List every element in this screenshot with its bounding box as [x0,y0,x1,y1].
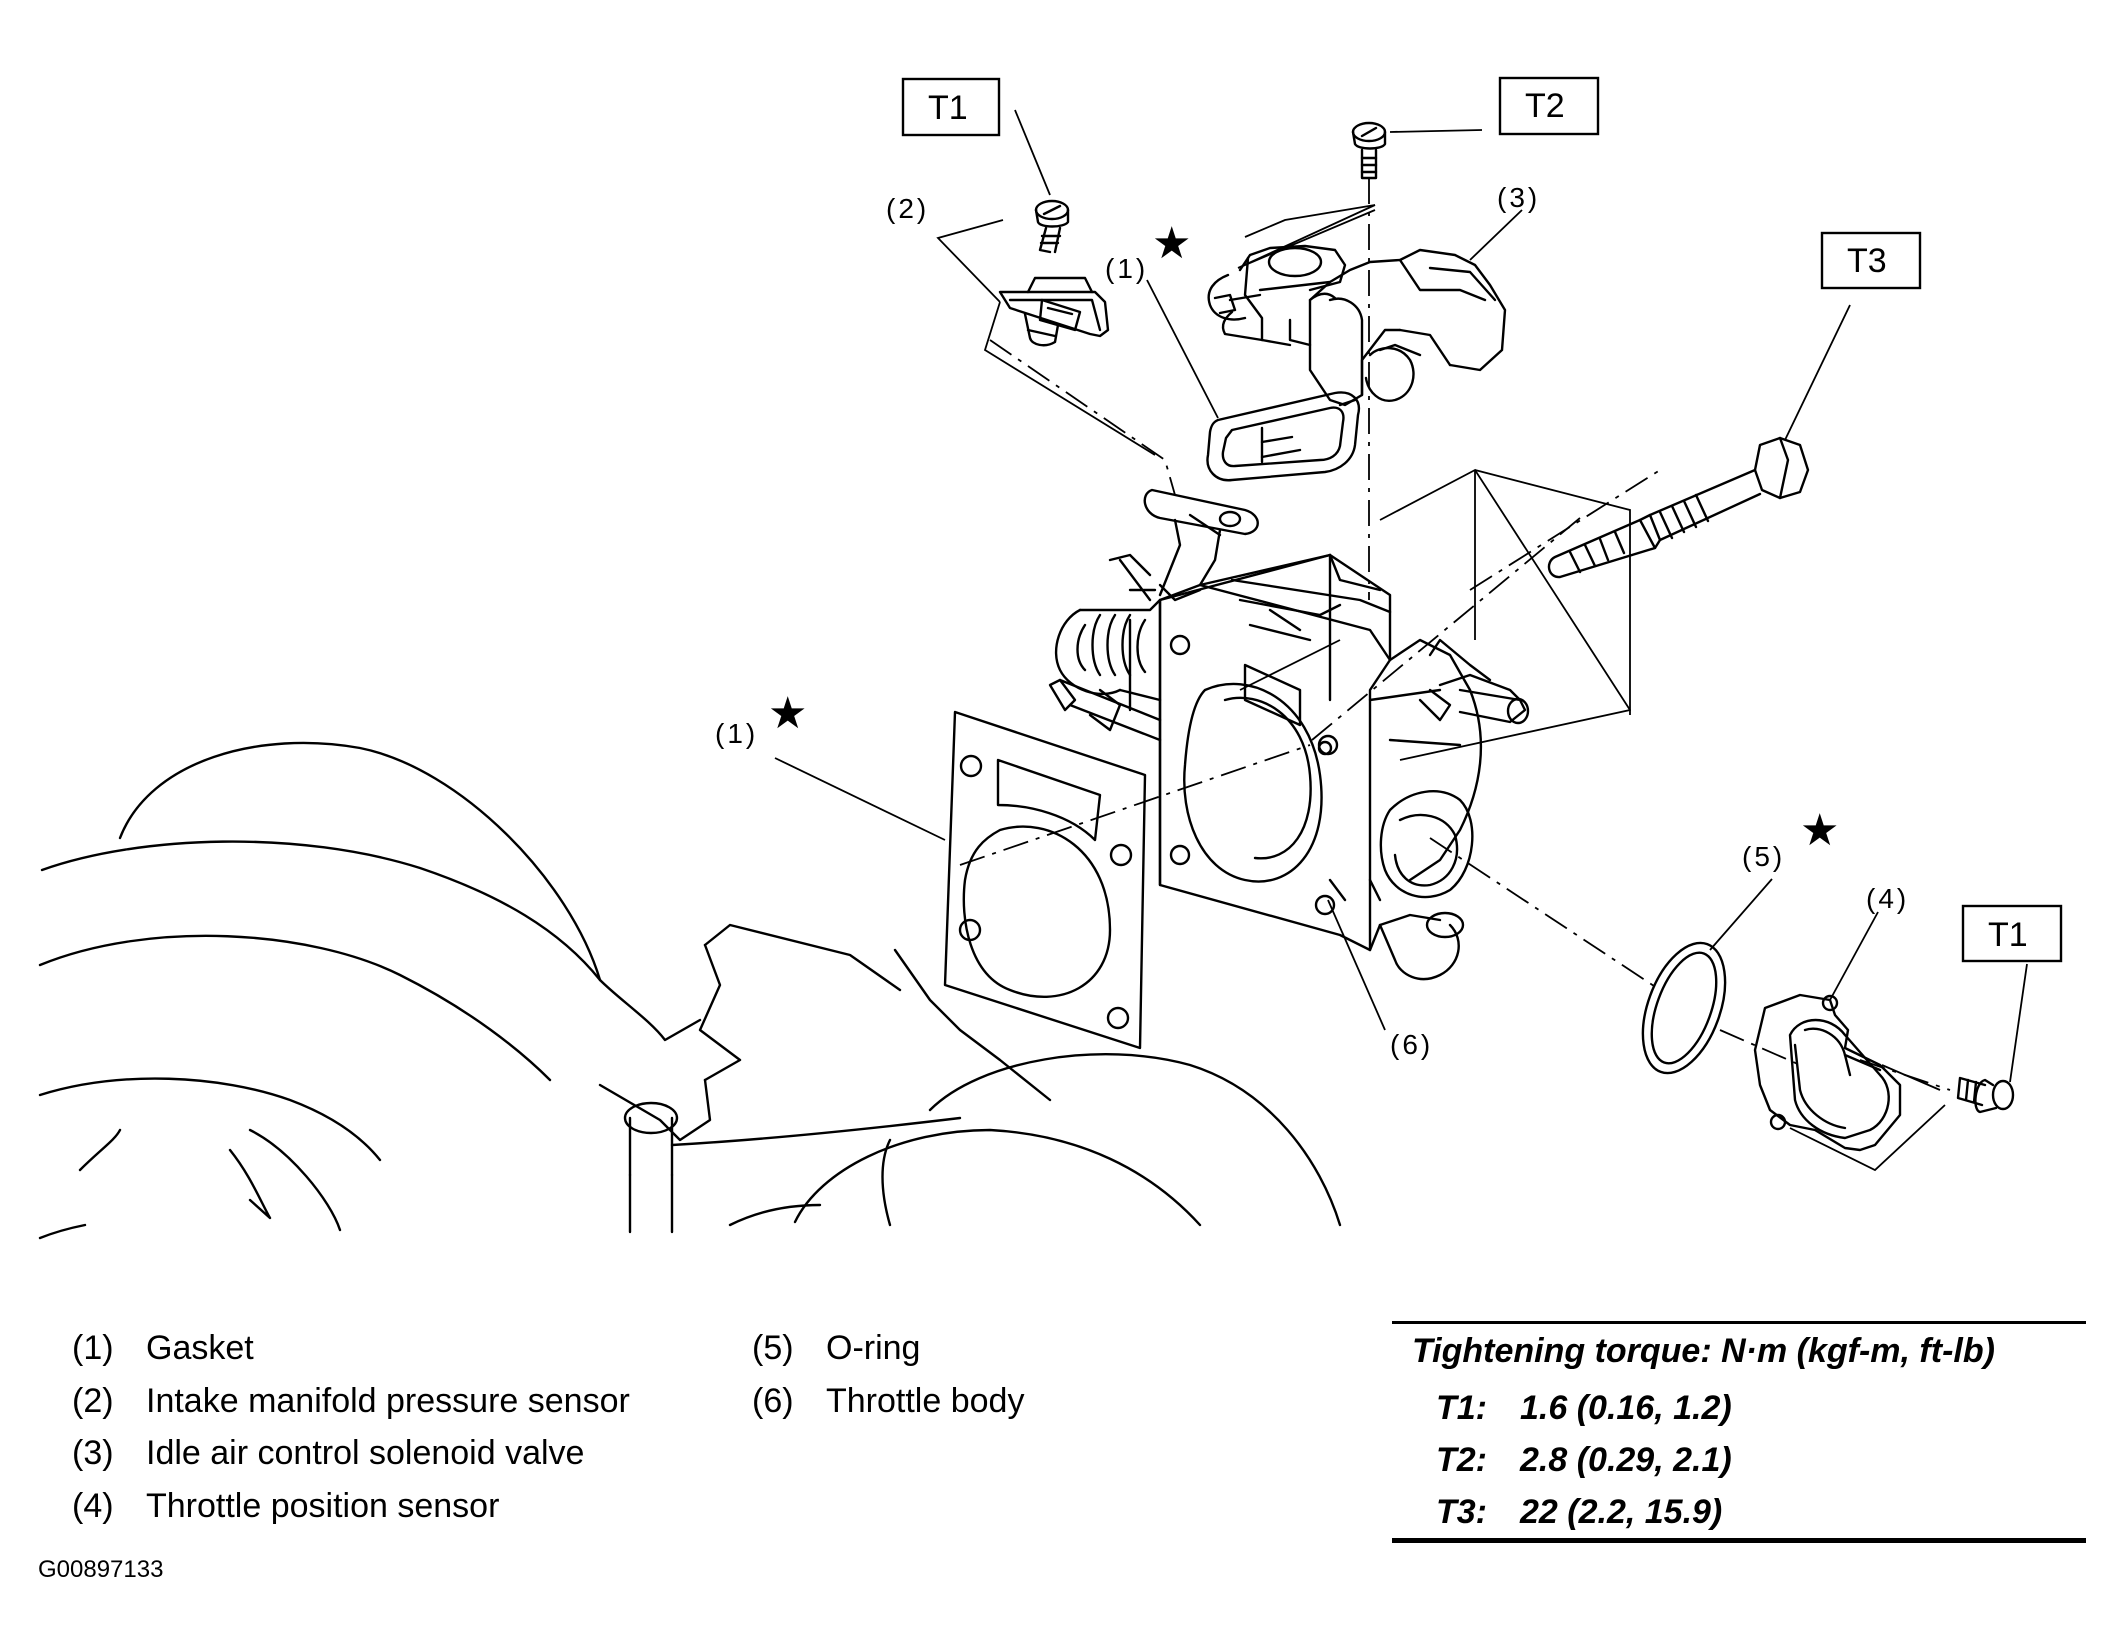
callout-gasket-top: (1) [1105,253,1148,284]
torque-row: T2: 2.8 (0.29, 2.1) [1392,1434,2086,1486]
legend-number: (3) [72,1434,114,1472]
callout-pressure-sensor: (2) [886,193,929,224]
exploded-view-diagram: (2) (1) (3) (1) (5) (4) (6) ★ ★ ★ T1 T2 … [38,76,2063,1240]
legend-left: (1) Gasket (2) Intake manifold pressure … [72,1322,630,1532]
screw-t1-top [1034,199,1070,254]
legend-label: Throttle body [826,1381,1025,1420]
legend-item: (4) Throttle position sensor [72,1480,630,1533]
callout-iac-valve: (3) [1497,182,1540,213]
legend-number: (2) [72,1381,114,1420]
screw-t1-right [1956,1076,2015,1114]
sensor-gasket-small [1143,488,1259,536]
legend-number: (1) [72,1329,114,1367]
bolt-t3 [1547,436,1810,579]
sensor-leader-lines [983,204,1376,456]
torque-table-title: Tightening torque: N·m (kgf-m, ft-lb) [1412,1332,1995,1370]
torque-row-value: 1.6 (0.16, 1.2) [1520,1388,1732,1427]
throttle-lever-assembly [1048,553,1162,742]
torque-row-label: T3: [1436,1492,1487,1531]
legend-item: (5) O-ring [752,1322,1024,1375]
torque-box-label: T1 [928,89,968,127]
torque-box-label: T1 [1988,916,2028,954]
legend-number: (5) [752,1329,794,1367]
star-icon: ★ [1152,219,1191,268]
intake-manifold [38,741,1342,1240]
pressure-sensor [998,276,1110,347]
throttle-position-sensor [1753,993,1902,1152]
torque-box-t1-top: T1 [901,77,1001,137]
gasket-plate-left [943,710,1147,1050]
star-icon: ★ [768,689,807,738]
legend-label: Gasket [146,1329,254,1367]
torque-row-value: 22 (2.2, 15.9) [1520,1492,1723,1531]
torque-box-t2: T2 [1498,76,1600,136]
screw-t2 [1351,121,1387,180]
torque-box-label: T2 [1525,87,1565,125]
callout-tps: (4) [1866,883,1909,914]
torque-box-label: T3 [1847,242,1887,280]
legend-label: Intake manifold pressure sensor [146,1381,630,1420]
callout-throttle-body: (6) [1390,1029,1433,1060]
torque-row: T1: 1.6 (0.16, 1.2) [1392,1382,2086,1434]
torque-box-t3: T3 [1820,231,1922,290]
torque-box-t1-right: T1 [1961,904,2063,963]
tps-leader-lines [1789,1064,1946,1172]
bolt-guide-box [1239,468,1631,761]
leader-lines [774,109,2028,1083]
torque-row: T3: 22 (2.2, 15.9) [1392,1486,2086,1538]
figure-code: G00897133 [38,1556,164,1583]
callout-gasket-left: (1) [715,718,758,749]
torque-spec-table: Tightening torque: N·m (kgf-m, ft-lb) T1… [1392,1321,2086,1543]
iac-solenoid-valve [1207,244,1507,407]
iac-gasket [1206,391,1361,482]
legend-item: (3) Idle air control solenoid valve [72,1427,630,1480]
torque-row-value: 2.8 (0.29, 2.1) [1520,1440,1732,1479]
legend-label: Idle air control solenoid valve [146,1434,585,1472]
legend-right: (5) O-ring (6) Throttle body [752,1322,1024,1427]
legend-label: O-ring [826,1329,921,1367]
legend-item: (2) Intake manifold pressure sensor [72,1375,630,1428]
throttle-body [1158,553,1530,981]
legend-item: (1) Gasket [72,1322,630,1375]
o-ring [1641,941,1727,1075]
legend-label: Throttle position sensor [146,1486,500,1525]
sensor-tube [1158,513,1222,602]
torque-row-label: T1: [1436,1388,1487,1427]
legend-number: (4) [72,1486,114,1525]
callout-oring: (5) [1742,841,1785,872]
star-icon: ★ [1800,806,1839,855]
legend-item: (6) Throttle body [752,1375,1024,1428]
torque-row-label: T2: [1436,1440,1487,1479]
legend-number: (6) [752,1381,794,1420]
